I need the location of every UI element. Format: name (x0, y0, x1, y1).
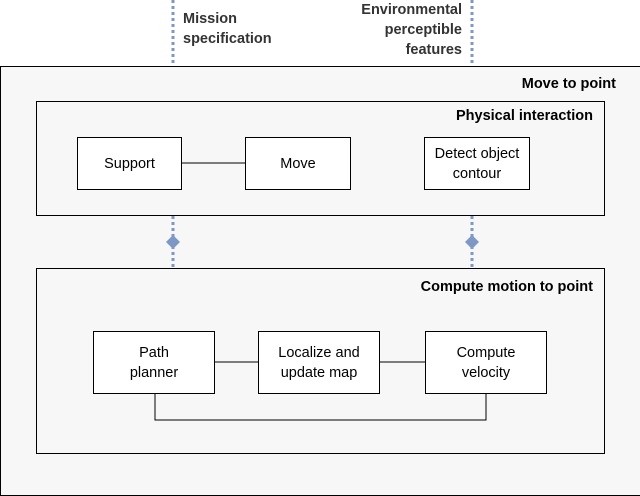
localize-update-map-node: Localize and update map (258, 331, 380, 394)
compute-velocity-node: Compute velocity (425, 331, 547, 394)
move-node: Move (245, 137, 351, 190)
compute-motion-title: Compute motion to point (420, 279, 593, 295)
move-to-point-title: Move to point (521, 76, 616, 92)
left-interface-diamond (166, 235, 180, 249)
path-planner-node: Path planner (93, 331, 215, 394)
mission-specification-label: Mission specification (183, 11, 272, 47)
support-node: Support (77, 137, 182, 190)
planner-velocity-loop-link (154, 394, 487, 421)
connectors-layer (154, 0, 487, 421)
environmental-features-label: Environmental perceptible features (361, 2, 462, 58)
physical-interaction-title: Physical interaction (456, 108, 593, 124)
right-interface-diamond (465, 235, 479, 249)
detect-object-contour-node: Detect object contour (424, 137, 530, 190)
